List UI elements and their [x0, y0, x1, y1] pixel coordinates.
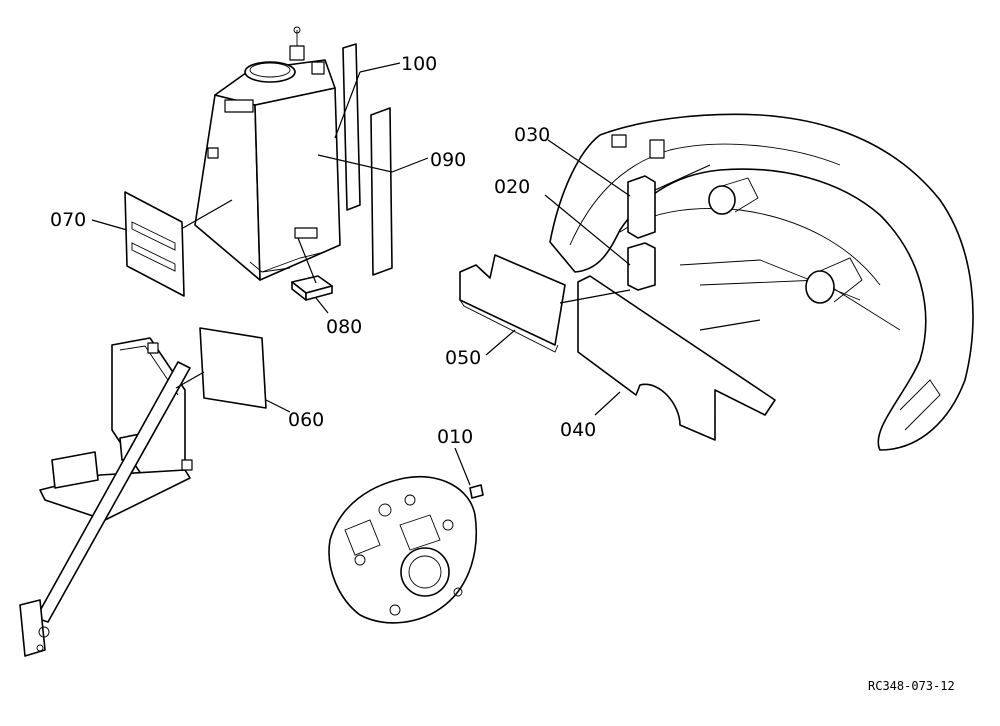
- fuel-tank: [194, 26, 341, 281]
- pad-040: [577, 275, 776, 441]
- counterweight-housing: [549, 113, 974, 451]
- callout-020: 020: [494, 176, 530, 198]
- callout-060: 060: [288, 409, 324, 431]
- callout-labels: 100 090 070 080 060 050 040 030 020 010 …: [50, 53, 955, 693]
- callout-030: 030: [514, 124, 550, 146]
- pad-050: [459, 254, 566, 353]
- callout-040: 040: [560, 419, 596, 441]
- callout-080: 080: [326, 316, 362, 338]
- strip-100: [342, 43, 361, 211]
- pad-060: [199, 327, 267, 409]
- bell-housing: [328, 476, 478, 624]
- callout-090: 090: [430, 149, 466, 171]
- leader-lines: [91, 62, 761, 486]
- block-020: [627, 242, 656, 291]
- strip-090: [370, 107, 393, 276]
- pad-070: [124, 191, 185, 297]
- figure-code: RC348-073-12: [868, 679, 955, 693]
- callout-100: 100: [401, 53, 437, 75]
- bracket-frame: [19, 337, 193, 657]
- pad-080: [291, 275, 333, 301]
- block-030: [627, 175, 656, 239]
- callout-070: 070: [50, 209, 86, 231]
- plug-010: [469, 484, 484, 499]
- callout-010: 010: [437, 426, 473, 448]
- callout-050: 050: [445, 347, 481, 369]
